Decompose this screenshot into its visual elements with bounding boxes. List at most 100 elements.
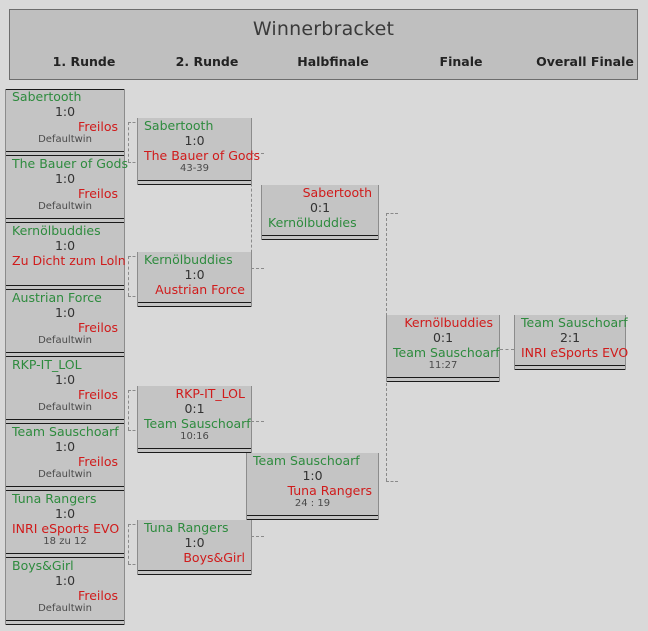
match-team-bottom: Austrian Force: [155, 282, 245, 297]
match-box-r1-3[interactable]: Kernölbuddies 1:0 Zu Dicht zum Loln: [5, 223, 126, 290]
match-box-r2-2[interactable]: Kernölbuddies 1:0 Austrian Force: [137, 252, 252, 307]
match-team-top: RKP-IT_LOL: [12, 357, 82, 372]
match-box-r1-6[interactable]: Team Sauschoarf 1:0 Freilos Defaultwin: [5, 424, 125, 491]
match-team-top: Team Sauschoarf: [12, 424, 119, 439]
match-box-r1-2[interactable]: The Bauer of Gods 1:0 Freilos Defaultwin: [5, 156, 128, 223]
match-team-bottom: Freilos: [78, 119, 118, 134]
round-label-1: 1. Runde: [52, 54, 116, 69]
match-team-bottom: Boys&Girl: [183, 550, 245, 565]
page-title: Winnerbracket: [252, 18, 395, 40]
match-team-bottom: Team Sauschoarf: [144, 416, 251, 431]
connector-r2-m1-m2: [251, 153, 252, 268]
round-label-5: Overall Finale: [536, 54, 634, 69]
match-note: 43-39: [179, 163, 210, 174]
connector-stub: [128, 430, 140, 431]
match-score: 1:0: [54, 439, 76, 454]
connector-stub: [128, 122, 140, 123]
match-team-top: Team Sauschoarf: [253, 453, 360, 468]
connector-final-to-overall: [500, 349, 514, 350]
connector-stub: [251, 536, 264, 537]
round-label-2: 2. Runde: [175, 54, 239, 69]
round-label-3: Halbfinale: [297, 54, 369, 69]
connector-stub: [386, 213, 398, 214]
connector-stub: [128, 390, 140, 391]
match-score: 1:0: [302, 468, 323, 483]
match-score: 0:1: [184, 401, 205, 416]
match-team-top: Sabertooth: [302, 185, 372, 200]
match-box-sf-1[interactable]: Sabertooth 0:1 Kernölbuddies: [261, 185, 379, 240]
match-team-bottom: Freilos: [78, 588, 118, 603]
match-team-bottom: Kernölbuddies: [268, 215, 357, 230]
connector-r1-m3-m4: [128, 256, 129, 296]
match-team-top: Austrian Force: [12, 290, 102, 305]
match-note: Defaultwin: [38, 603, 92, 614]
match-score: 1:0: [184, 267, 205, 282]
match-team-top: Sabertooth: [144, 118, 214, 133]
connector-stub: [128, 296, 140, 297]
match-box-r1-5[interactable]: RKP-IT_LOL 1:0 Freilos Defaultwin: [5, 357, 125, 424]
match-team-top: Team Sauschoarf: [521, 315, 628, 330]
match-team-top: Sabertooth: [12, 89, 82, 104]
connector-r1-m5-m6: [128, 390, 129, 430]
match-box-overall-final[interactable]: Team Sauschoarf 2:1 INRI eSports EVO: [514, 315, 629, 370]
round-label-4: Finale: [439, 54, 483, 69]
match-score: 2:1: [559, 330, 581, 345]
match-score: 1:0: [184, 133, 205, 148]
match-note: Defaultwin: [38, 402, 92, 413]
connector-r1-m7-m8: [128, 524, 129, 564]
connector-stub: [128, 256, 140, 257]
match-note: 24 : 19: [294, 498, 331, 509]
match-team-bottom: Zu Dicht zum Loln: [12, 253, 126, 268]
connector-stub: [386, 481, 398, 482]
connector-stub: [251, 268, 264, 269]
match-score: 0:1: [432, 330, 454, 345]
connector-stub: [128, 524, 140, 525]
match-box-r1-8[interactable]: Boys&Girl 1:0 Freilos Defaultwin: [5, 558, 125, 625]
match-note: Defaultwin: [38, 335, 92, 346]
match-team-top: Boys&Girl: [12, 558, 74, 573]
match-team-bottom: INRI eSports EVO: [12, 521, 120, 536]
match-team-top: Kernölbuddies: [404, 315, 493, 330]
match-team-bottom: Freilos: [78, 320, 118, 335]
match-score: 1:0: [54, 372, 76, 387]
match-team-top: Tuna Rangers: [12, 491, 97, 506]
match-note: 11:27: [428, 360, 458, 371]
match-note: Defaultwin: [38, 469, 92, 480]
match-note: Defaultwin: [38, 134, 92, 145]
match-team-bottom: Freilos: [78, 454, 118, 469]
match-team-top: The Bauer of Gods: [12, 156, 128, 171]
match-box-r1-7[interactable]: Tuna Rangers 1:0 INRI eSports EVO 18 zu …: [5, 491, 125, 558]
match-score: 1:0: [54, 305, 76, 320]
match-box-r1-1[interactable]: Sabertooth 1:0 Freilos Defaultwin: [5, 89, 125, 156]
match-team-bottom: The Bauer of Gods: [144, 148, 260, 163]
match-note: 10:16: [180, 431, 209, 442]
connector-stub: [128, 162, 140, 163]
match-note: Defaultwin: [38, 201, 92, 212]
connector-r1-m1-m2: [128, 122, 129, 162]
connector-stub: [251, 421, 264, 422]
match-box-sf-2[interactable]: Team Sauschoarf 1:0 Tuna Rangers 24 : 19: [246, 453, 379, 520]
match-team-top: RKP-IT_LOL: [175, 386, 245, 401]
match-team-bottom: Freilos: [78, 186, 118, 201]
match-box-r1-4[interactable]: Austrian Force 1:0 Freilos Defaultwin: [5, 290, 125, 357]
bracket-header-panel: Winnerbracket 1. Runde 2. Runde Halbfina…: [9, 9, 638, 80]
match-team-top: Kernölbuddies: [12, 223, 101, 238]
match-box-r2-4[interactable]: Tuna Rangers 1:0 Boys&Girl: [137, 520, 252, 575]
match-box-final[interactable]: Kernölbuddies 0:1 Team Sauschoarf 11:27: [386, 315, 500, 382]
match-score: 1:0: [54, 171, 76, 186]
match-box-r2-3[interactable]: RKP-IT_LOL 0:1 Team Sauschoarf 10:16: [137, 386, 252, 453]
match-team-bottom: Freilos: [78, 387, 118, 402]
match-team-bottom: Team Sauschoarf: [393, 345, 500, 360]
match-team-bottom: INRI eSports EVO: [521, 345, 629, 360]
match-score: 1:0: [54, 506, 76, 521]
match-note: 18 zu 12: [43, 536, 87, 547]
match-box-r2-1[interactable]: Sabertooth 1:0 The Bauer of Gods 43-39: [137, 118, 260, 185]
match-score: 1:0: [54, 238, 76, 253]
match-score: 1:0: [54, 104, 76, 119]
match-team-top: Kernölbuddies: [144, 252, 233, 267]
match-team-bottom: Tuna Rangers: [287, 483, 373, 498]
connector-stub: [128, 564, 140, 565]
match-team-top: Tuna Rangers: [144, 520, 229, 535]
connector-stub: [251, 153, 264, 154]
match-score: 0:1: [309, 200, 331, 215]
